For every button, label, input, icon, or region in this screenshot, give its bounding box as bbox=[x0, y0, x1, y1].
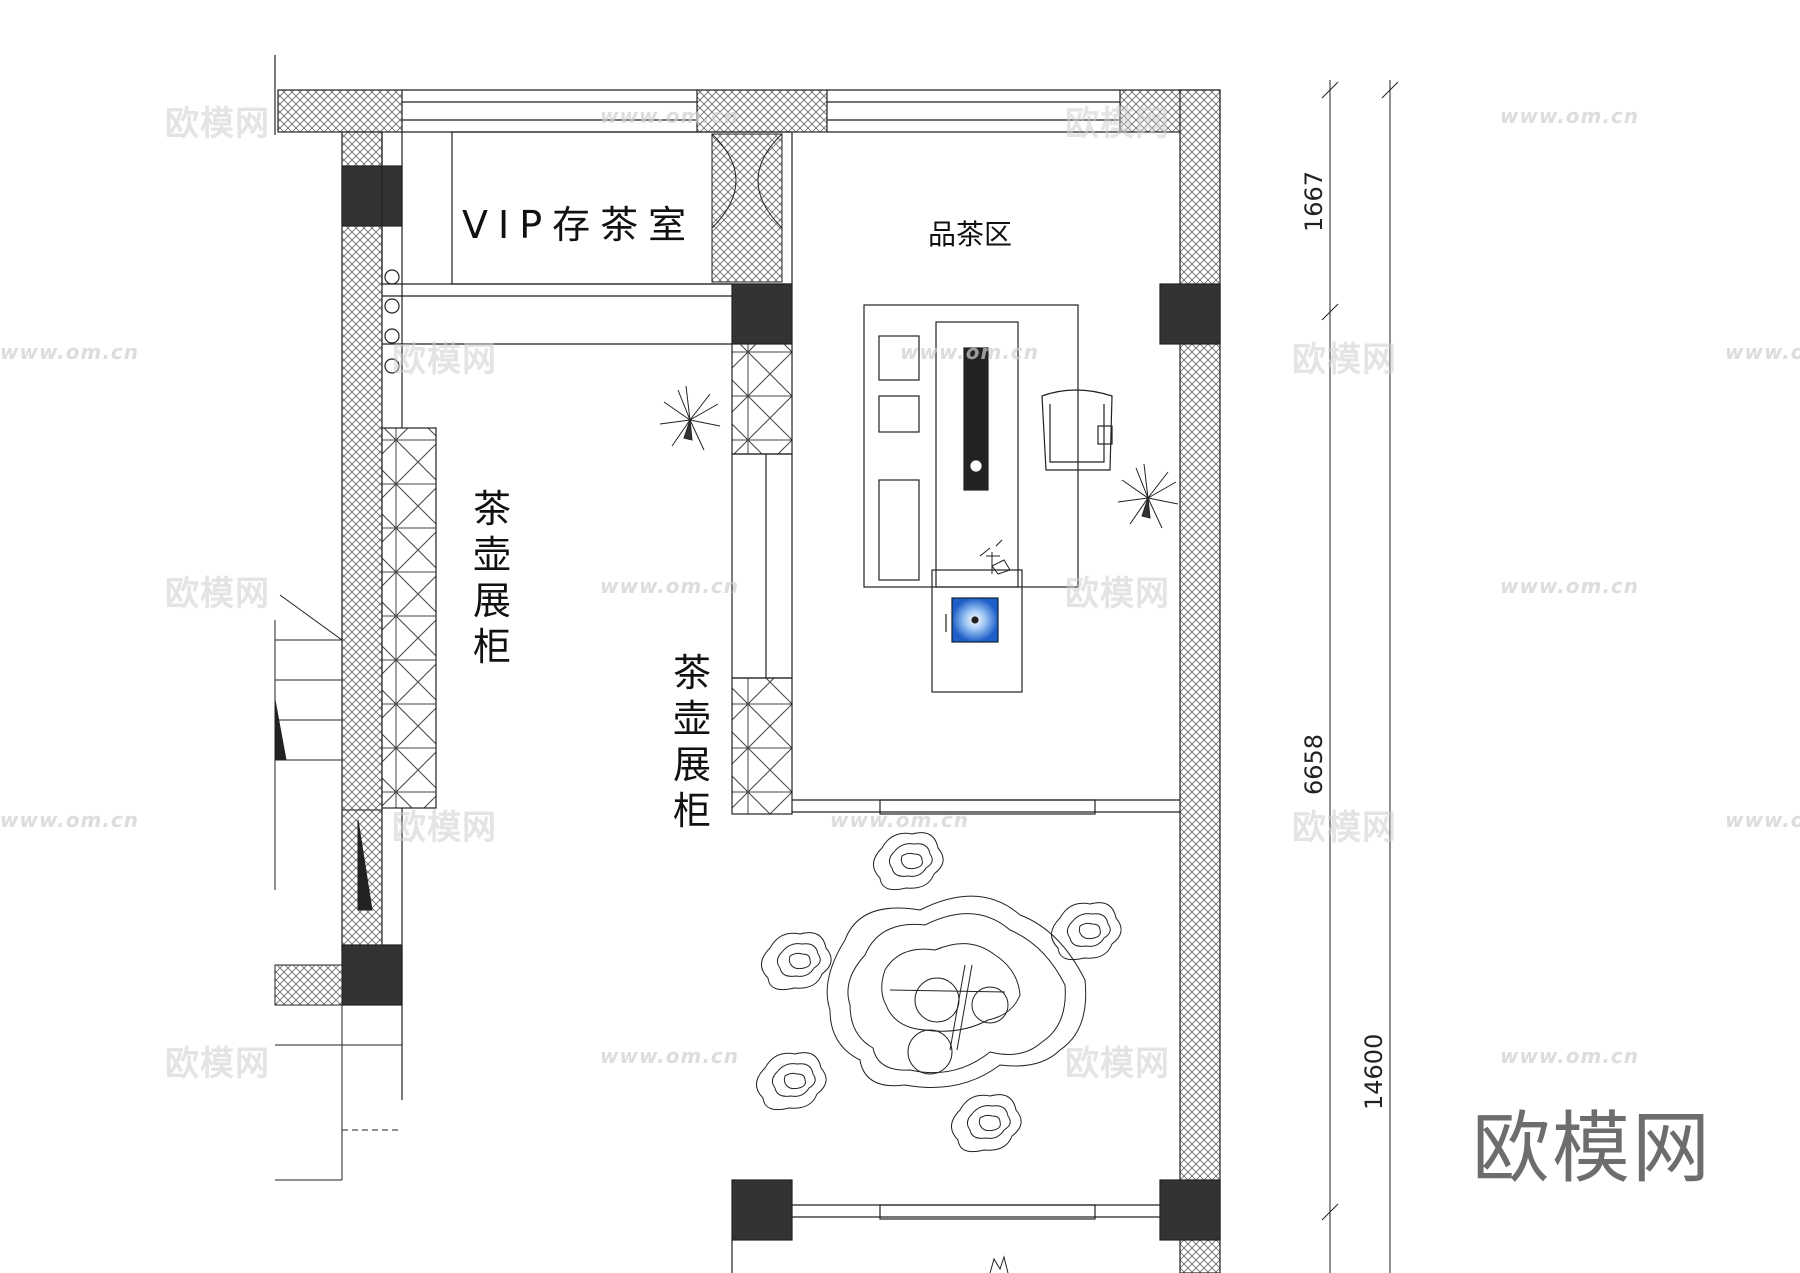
rock-garden bbox=[826, 895, 1087, 1088]
tea-table bbox=[863, 304, 1079, 588]
dimension-lines bbox=[1321, 80, 1399, 1273]
staircase bbox=[274, 594, 402, 1181]
brand-logo: 欧模网 bbox=[1472, 1104, 1713, 1194]
chair bbox=[1041, 389, 1113, 471]
stepping-stone bbox=[951, 1094, 1022, 1153]
right-cabinet-upper bbox=[731, 343, 793, 455]
bottom-window bbox=[792, 1204, 1160, 1220]
partition-window bbox=[792, 799, 1180, 815]
left-wall bbox=[341, 131, 383, 951]
left-cabinet bbox=[381, 427, 437, 809]
plant bbox=[989, 1255, 1009, 1273]
column bbox=[1159, 283, 1221, 345]
stepping-stone bbox=[761, 932, 832, 991]
dimension-label: 14600 bbox=[1360, 1034, 1388, 1110]
column bbox=[341, 944, 403, 1006]
column bbox=[731, 1179, 793, 1241]
plant bbox=[979, 539, 1011, 575]
vip-room-label: VIP存茶室 bbox=[462, 203, 696, 247]
top-window-right bbox=[827, 89, 1120, 133]
right-cabinet-lower bbox=[731, 677, 793, 815]
dimension-label: 1667 bbox=[1300, 171, 1328, 232]
top-window-left bbox=[402, 89, 697, 133]
top-wall-left bbox=[277, 89, 403, 133]
stepping-stone bbox=[756, 1052, 827, 1111]
sink bbox=[931, 569, 1023, 693]
top-wall-mid bbox=[696, 89, 828, 133]
vip-door bbox=[711, 133, 783, 283]
stepping-stone bbox=[873, 832, 944, 891]
column bbox=[341, 165, 403, 227]
column bbox=[1159, 1179, 1221, 1241]
column bbox=[731, 283, 793, 345]
tasting-area-label: 品茶区 bbox=[928, 218, 1012, 251]
stepping-stone bbox=[1051, 902, 1122, 961]
plant bbox=[1117, 463, 1179, 529]
dimension-label: 6658 bbox=[1300, 734, 1328, 795]
plant bbox=[659, 385, 721, 451]
left-cabinet-label: 茶壶展柜 bbox=[472, 487, 511, 669]
right-wall bbox=[1179, 89, 1221, 1273]
right-cabinet-label: 茶壶展柜 bbox=[672, 651, 711, 833]
